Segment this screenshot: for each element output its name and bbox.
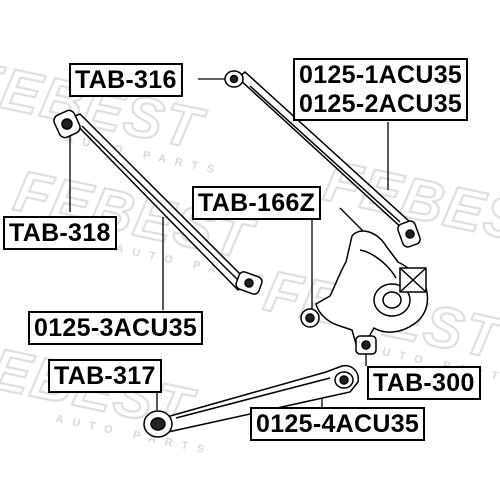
- label-tab-317-text: TAB-317: [54, 362, 156, 390]
- lateral-arm: [53, 109, 263, 295]
- label-0125-2acu35-text: 0125-2ACU35: [299, 90, 463, 118]
- label-tab-318: TAB-318: [3, 216, 117, 250]
- label-0125-4acu35: 0125-4ACU35: [250, 407, 426, 441]
- label-0125-3acu35: 0125-3ACU35: [28, 311, 204, 345]
- lower-control-arm: [143, 364, 360, 438]
- upper-control-arm: [224, 70, 421, 248]
- bushing-tab300: [355, 335, 377, 355]
- label-tab-316-text: TAB-316: [75, 66, 177, 94]
- label-tab-300: TAB-300: [367, 366, 481, 400]
- label-0125-acu35-upper: 0125-1ACU35 0125-2ACU35: [293, 58, 469, 121]
- leader-lines: [69, 78, 389, 410]
- label-0125-4acu35-text: 0125-4ACU35: [256, 410, 420, 438]
- label-tab-317: TAB-317: [48, 359, 162, 393]
- knuckle: [300, 230, 429, 345]
- label-tab-166z: TAB-166Z: [192, 186, 322, 220]
- label-tab-166z-text: TAB-166Z: [198, 189, 316, 217]
- label-tab-316: TAB-316: [69, 63, 183, 97]
- label-0125-1acu35-text: 0125-1ACU35: [299, 61, 463, 89]
- label-tab-318-text: TAB-318: [9, 219, 111, 247]
- label-0125-3acu35-text: 0125-3ACU35: [34, 314, 198, 342]
- label-tab-300-text: TAB-300: [373, 369, 475, 397]
